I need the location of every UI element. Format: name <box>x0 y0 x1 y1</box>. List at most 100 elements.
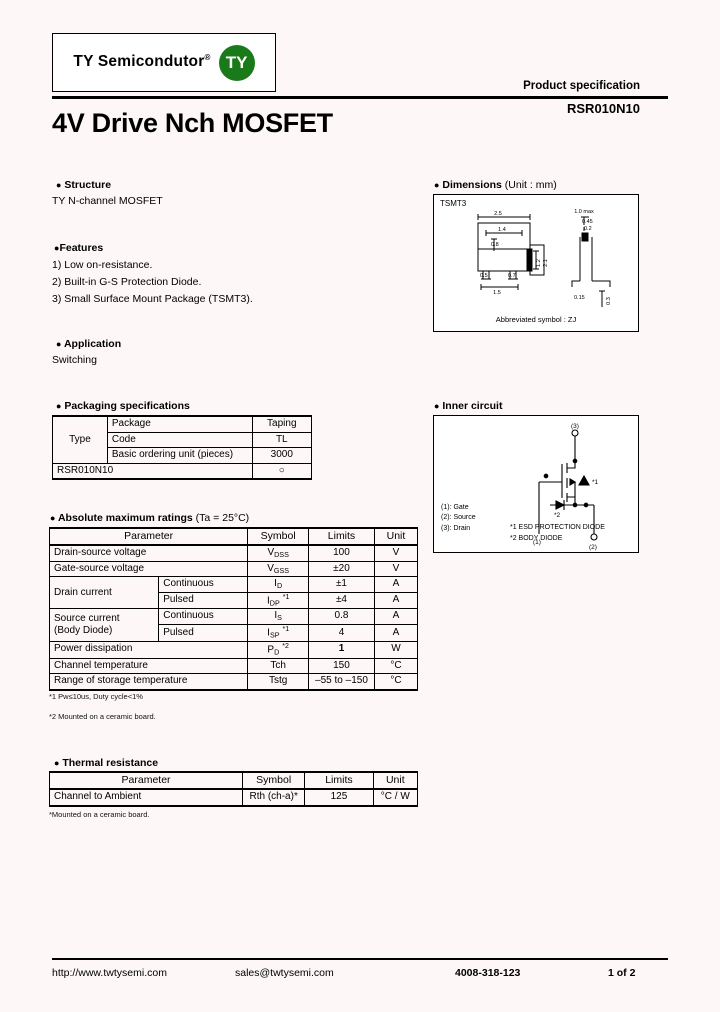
packaging-table: Type Package Taping Code TL Basic orderi… <box>52 415 313 480</box>
source-current-line-1: Source current <box>54 612 120 624</box>
rating-limit: 4 <box>308 623 375 642</box>
pin-legend-item: (2): Source <box>441 514 476 521</box>
abbreviated-symbol-label: Abbreviated symbol : ZJ <box>495 315 577 324</box>
abs-max-footnote: *1 Pw≤10us, Duty cycle<1% <box>49 692 143 701</box>
header-divider <box>52 96 668 99</box>
rating-parameter: Range of storage temperature <box>48 673 249 691</box>
packaging-row-value: 3000 <box>251 447 313 464</box>
rating-limit: –55 to –150 <box>308 673 375 691</box>
table-row: Type Package Taping <box>52 415 313 464</box>
diode-note: *1 ESD PROTECTION DIODE <box>510 524 605 531</box>
bullet-icon: ● <box>434 180 440 190</box>
package-outline-drawing: 2.5 1.4 0.8 1.5 0.5 0.7 1.2 2.1 1.0 max … <box>477 209 612 307</box>
rating-unit: A <box>373 623 419 642</box>
column-header-unit: Unit <box>373 526 419 547</box>
column-header-unit: Unit <box>372 770 419 791</box>
diode-note: *2 BODY DIODE <box>510 534 563 542</box>
abs-max-condition: (Ta = 25°C) <box>195 512 250 524</box>
rating-condition: Pulsed <box>158 623 249 642</box>
rating-parameter: Drain current <box>48 576 160 610</box>
rating-symbol: IDP*1 <box>247 591 310 610</box>
svg-text:0.2: 0.2 <box>584 226 592 232</box>
rating-parameter: Power dissipation <box>48 640 249 659</box>
pin-legend: (1): Gate (2): Source (3): Drain <box>441 503 476 535</box>
rating-unit: A <box>373 608 419 625</box>
absolute-maximum-ratings-table: Parameter Symbol Limits Unit Drain-sourc… <box>48 526 419 691</box>
logo-wordmark: TY Semicondutor® <box>73 53 211 71</box>
table-row: Channel to Ambient Rth (ch-a)* 125 °C / … <box>48 788 419 807</box>
footer-divider <box>52 958 668 960</box>
pin-legend-item: (3): Drain <box>441 524 471 532</box>
footer-website[interactable]: http://www.twtysemi.com <box>52 967 167 979</box>
dimensions-heading: ● Dimensions (Unit : mm) <box>434 179 557 191</box>
rating-limit: 0.8 <box>308 608 375 625</box>
table-row: Pulsed ISP*1 4 A <box>50 623 419 642</box>
application-heading: ● Application <box>56 338 122 350</box>
rating-condition: Continuous <box>158 576 249 593</box>
registered-mark-icon: ® <box>204 53 211 63</box>
table-row: Drain-source voltage VDSS 100 V <box>48 544 419 562</box>
footer-page-number: 1 of 2 <box>608 967 636 979</box>
rating-symbol: ID <box>247 576 310 593</box>
footer-email[interactable]: sales@twtysemi.com <box>235 967 334 979</box>
svg-text:1.4: 1.4 <box>498 227 506 233</box>
column-header-symbol: Symbol <box>242 770 306 791</box>
abs-max-footnote: *2 Mounted on a ceramic board. <box>49 712 156 721</box>
packaging-availability-mark: ○ <box>251 462 313 480</box>
rating-unit: A <box>373 576 419 593</box>
rating-symbol: ISP*1 <box>247 623 310 642</box>
dimensions-unit-note: (Unit : mm) <box>504 179 557 191</box>
table-row: Gate-source voltage VGSS ±20 V <box>48 560 419 578</box>
thermal-footnote: *Mounted on a ceramic board. <box>49 810 150 819</box>
packaging-type-label: Type <box>52 415 108 464</box>
packaging-row-label: Code <box>106 431 253 448</box>
rating-symbol: VGSS <box>247 560 310 578</box>
svg-text:2.5: 2.5 <box>494 211 502 217</box>
packaging-heading: ● Packaging specifications <box>56 400 190 412</box>
rating-unit: W <box>373 640 419 659</box>
packaging-row-value: Taping <box>251 415 313 433</box>
column-header-limits: Limits <box>308 526 375 547</box>
column-header-parameter: Parameter <box>48 526 249 547</box>
bullet-icon: ● <box>56 180 62 190</box>
footer-phone: 4008-318-123 <box>455 967 521 979</box>
rating-unit: A <box>373 591 419 610</box>
svg-text:0.45: 0.45 <box>582 219 593 225</box>
inner-circuit-box: (3) (1) (2) *1 *2 (1): Gate (2): Source … <box>433 415 639 553</box>
table-header-row: Parameter Symbol Limits Unit <box>48 770 419 791</box>
rating-parameter: Channel temperature <box>48 657 249 675</box>
part-number: RSR010N10 <box>567 101 640 116</box>
structure-heading: ● Structure <box>56 179 112 191</box>
svg-text:0.7: 0.7 <box>508 273 516 279</box>
table-row: Range of storage temperature Tstg –55 to… <box>48 673 419 691</box>
table-row: Pulsed IDP*1 ±4 A <box>50 591 419 610</box>
svg-text:0.8: 0.8 <box>491 242 499 248</box>
svg-text:1.0 max: 1.0 max <box>574 209 594 215</box>
svg-text:*1: *1 <box>592 479 599 486</box>
package-name-label: TSMT3 <box>440 199 467 208</box>
abs-max-heading: ● Absolute maximum ratings (Ta = 25°C) <box>50 512 250 524</box>
table-row: Source current (Body Diode) Continuous I… <box>48 608 419 642</box>
rating-parameter: Gate-source voltage <box>48 560 249 578</box>
feature-item: 2) Built-in G-S Protection Diode. <box>52 276 202 288</box>
svg-text:1.2: 1.2 <box>536 259 542 267</box>
rating-limit: 1 <box>308 640 375 659</box>
packaging-row-label: Basic ordering unit (pieces) <box>106 447 253 464</box>
table-row: Drain current Continuous ID ±1 A <box>48 576 419 610</box>
svg-text:1.5: 1.5 <box>493 290 501 296</box>
bullet-icon: ● <box>56 401 62 411</box>
structure-text: TY N-channel MOSFET <box>52 195 163 207</box>
mosfet-schematic: (3) (1) (2) *1 *2 <box>533 423 599 551</box>
svg-text:0.3: 0.3 <box>606 297 612 305</box>
inner-circuit-heading: ● Inner circuit <box>434 400 503 412</box>
thermal-limit: 125 <box>304 788 374 807</box>
rating-symbol: VDSS <box>247 544 310 562</box>
bullet-icon: ● <box>54 243 60 253</box>
rating-symbol: PD*2 <box>247 640 310 659</box>
company-logo: TY Semicondutor® TY <box>52 33 276 92</box>
packaging-row-label: Package <box>106 415 253 433</box>
rating-symbol: Tch <box>247 657 310 675</box>
column-header-symbol: Symbol <box>247 526 310 547</box>
pin-legend-item: (1): Gate <box>441 503 469 511</box>
